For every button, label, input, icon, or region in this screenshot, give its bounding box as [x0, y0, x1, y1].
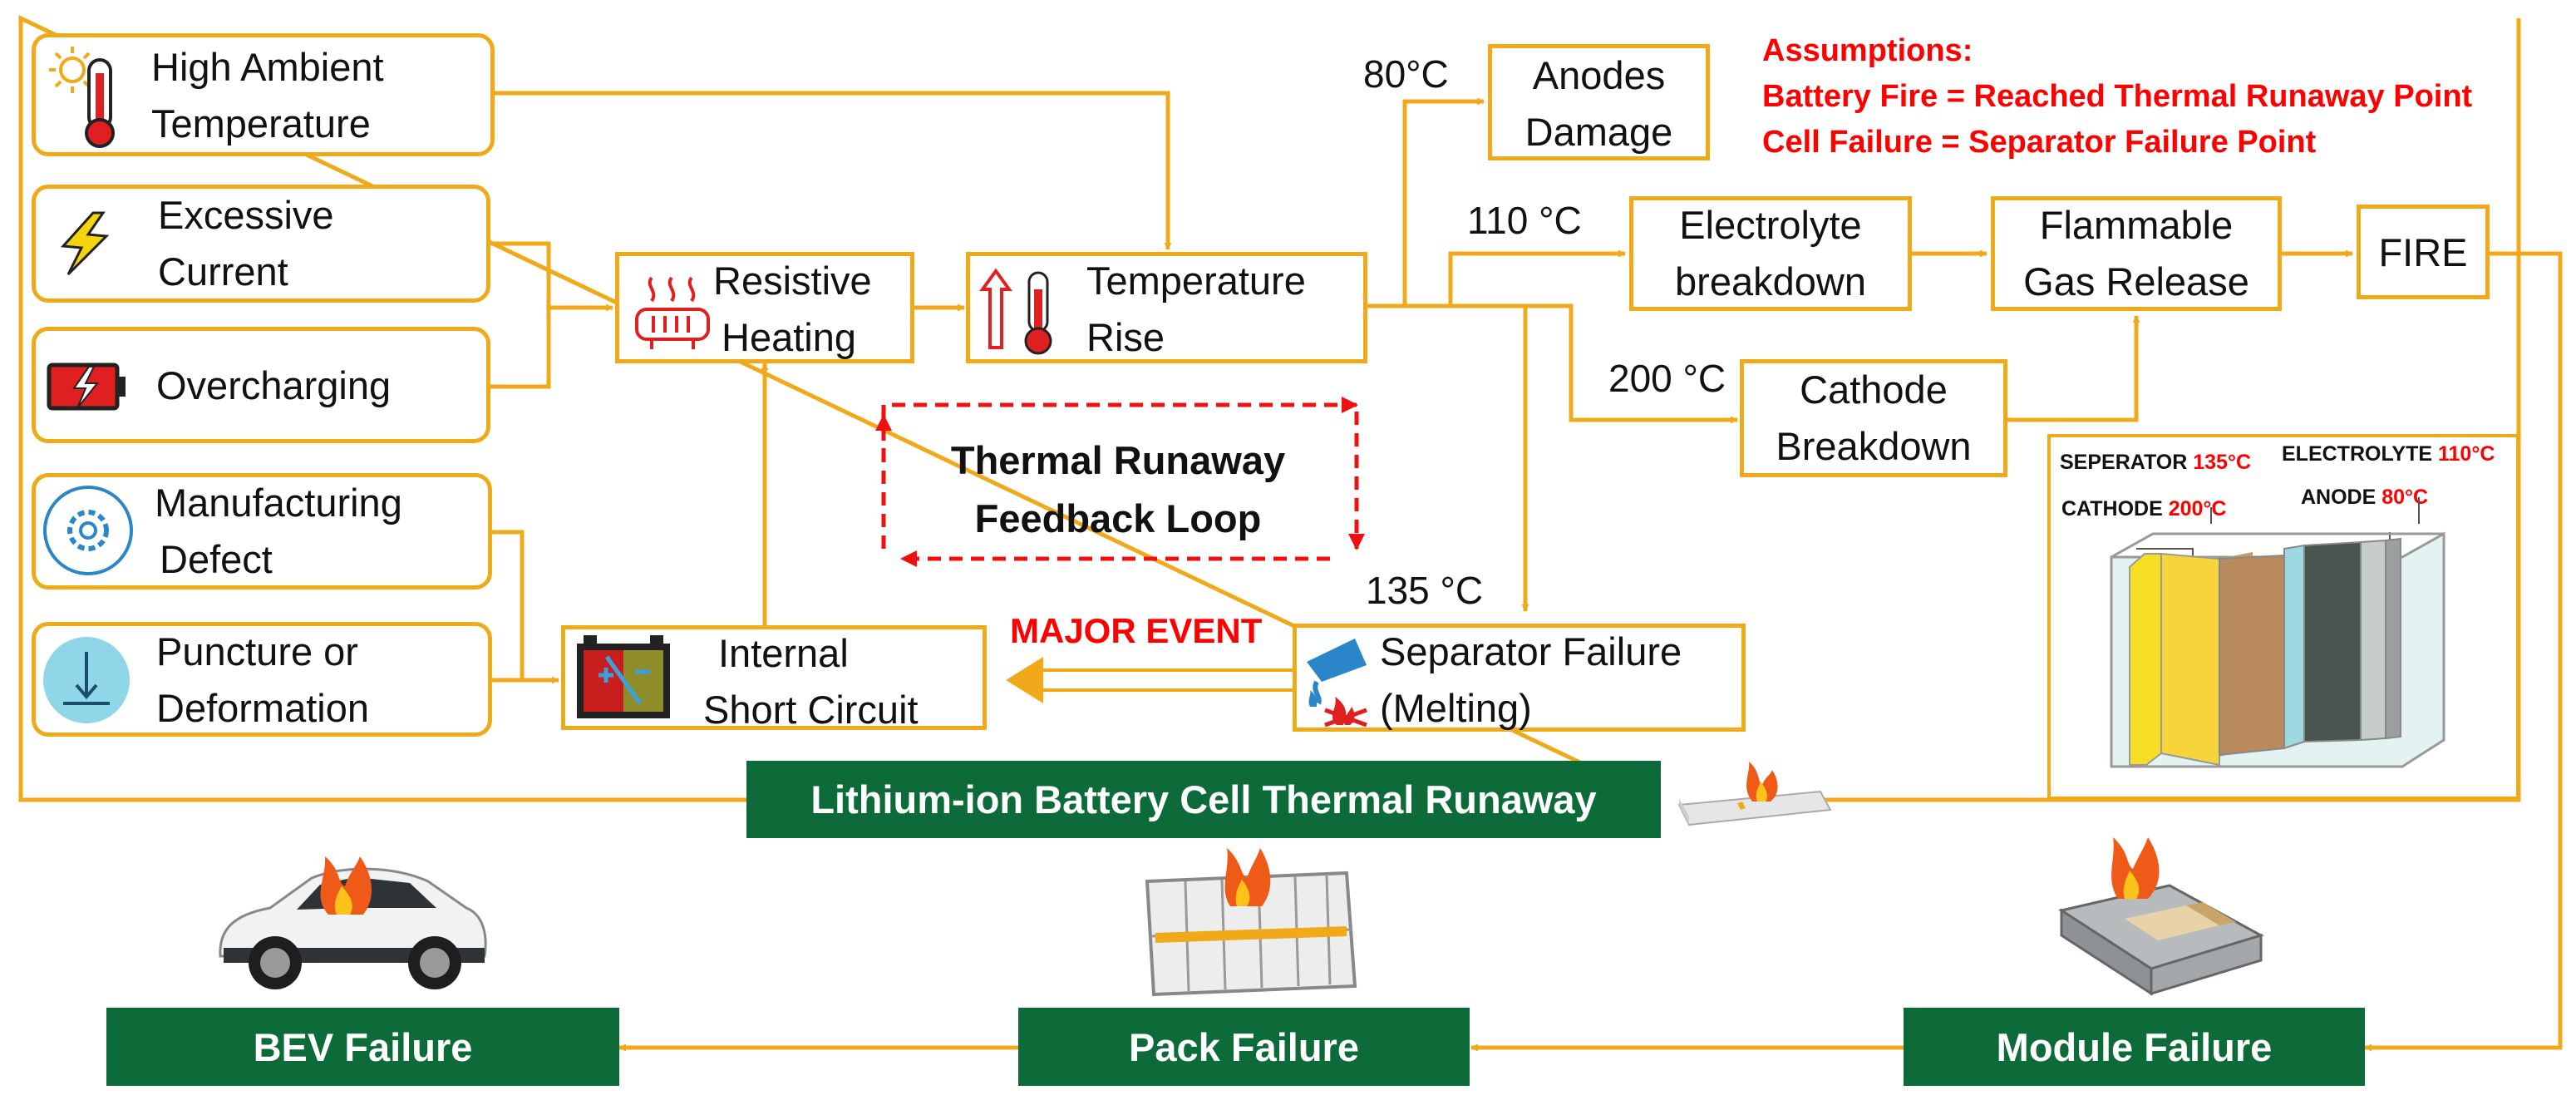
lightning-icon	[60, 211, 110, 276]
battery-charging-icon	[47, 363, 126, 411]
cell-thermal-runaway-box: Lithium-ion Battery Cell Thermal Runaway	[746, 761, 1661, 838]
bev-failure-box: BEV Failure	[106, 1008, 619, 1086]
puncture-icon	[43, 637, 130, 723]
fire-label: FIRE	[2378, 230, 2468, 274]
melting-icon	[1307, 639, 1367, 728]
temperature-rise-label-1: Temperature	[1086, 259, 1306, 303]
separator-failure-label-2: (Melting)	[1380, 686, 1532, 730]
separator-failure-box	[1293, 624, 1746, 732]
puncture-label-2: Deformation	[156, 686, 369, 730]
cell-cathode-label: CATHODE 200°C	[2061, 497, 2227, 520]
major-event-label: MAJOR EVENT	[1010, 611, 1263, 650]
fire-box	[2357, 205, 2490, 299]
temperature-rise-icon	[979, 268, 1052, 355]
burning-cell-image	[1677, 762, 1832, 826]
outer-loop	[1825, 18, 2521, 802]
anodes-damage-label-2: Damage	[1524, 110, 1673, 154]
feedback-loop-label-2: Feedback Loop	[974, 496, 1262, 540]
separator-temp-label: 135 °C	[1366, 569, 1484, 612]
pack-failure-box: Pack Failure	[1018, 1008, 1470, 1086]
temperature-rise-label-2: Rise	[1086, 315, 1165, 359]
resistive-heating-label-1: Resistive	[713, 259, 872, 303]
internal-short-label-2: Short Circuit	[703, 688, 919, 732]
manufacturing-defect-label-1: Manufacturing	[155, 481, 402, 525]
assumptions-line-2: Cell Failure = Separator Failure Point	[1762, 125, 2317, 160]
battery-cell-illustration	[2110, 497, 2445, 768]
burning-car-image	[219, 856, 487, 989]
cathode-breakdown-box	[1740, 359, 2007, 477]
puncture-label-1: Puncture or	[156, 629, 358, 673]
electrolyte-breakdown-label-1: Electrolyte	[1679, 203, 1862, 247]
cell-electrolyte-label: ELECTROLYTE 110°C	[2282, 442, 2495, 466]
cathode-temp-label: 200 °C	[1608, 357, 1726, 400]
assumptions-line-1: Battery Fire = Reached Thermal Runaway P…	[1762, 79, 2473, 114]
manufacturing-defect-label-2: Defect	[160, 537, 273, 581]
anodes-damage-box	[1488, 44, 1710, 160]
cell-anode-label: ANODE 80°C	[2301, 486, 2429, 509]
feedback-loop-label-1: Thermal Runaway	[950, 438, 1286, 482]
anode-temp-label: 80°C	[1363, 52, 1449, 96]
electrolyte-breakdown-label-2: breakdown	[1675, 259, 1866, 303]
cathode-breakdown-label-1: Cathode	[1800, 367, 1948, 412]
assumptions-title: Assumptions:	[1762, 33, 1973, 68]
flammable-gas-label-2: Gas Release	[2023, 259, 2249, 303]
heating-icon	[635, 276, 710, 349]
burning-pack-image	[1145, 848, 1357, 997]
flammable-gas-label-1: Flammable	[2039, 203, 2234, 247]
cathode-breakdown-label-2: Breakdown	[1776, 424, 1972, 468]
cell-separator-label: SEPERATOR 135°C	[2060, 451, 2251, 474]
short-circuit-battery-icon	[577, 635, 670, 718]
thermometer-sun-icon	[49, 47, 115, 148]
excessive-current-box	[32, 185, 490, 303]
internal-short-label-1: Internal	[718, 631, 849, 675]
high-ambient-label-1: High Ambient	[151, 45, 384, 89]
gear-icon	[43, 486, 133, 575]
high-ambient-label-2: Temperature	[151, 101, 371, 146]
flammable-gas-box	[1991, 196, 2282, 311]
separator-failure-label-1: Separator Failure	[1380, 629, 1682, 673]
electrolyte-breakdown-box	[1629, 196, 1912, 311]
excessive-current-label-1: Excessive	[158, 193, 334, 237]
resistive-heating-label-2: Heating	[722, 315, 856, 359]
module-failure-box: Module Failure	[1904, 1008, 2365, 1086]
burning-module-image	[2058, 837, 2264, 996]
overcharging-label: Overcharging	[156, 363, 392, 407]
anodes-damage-label-1: Anodes	[1532, 53, 1666, 97]
electrolyte-temp-label: 110 °C	[1467, 199, 1582, 242]
excessive-current-label-2: Current	[158, 249, 288, 293]
